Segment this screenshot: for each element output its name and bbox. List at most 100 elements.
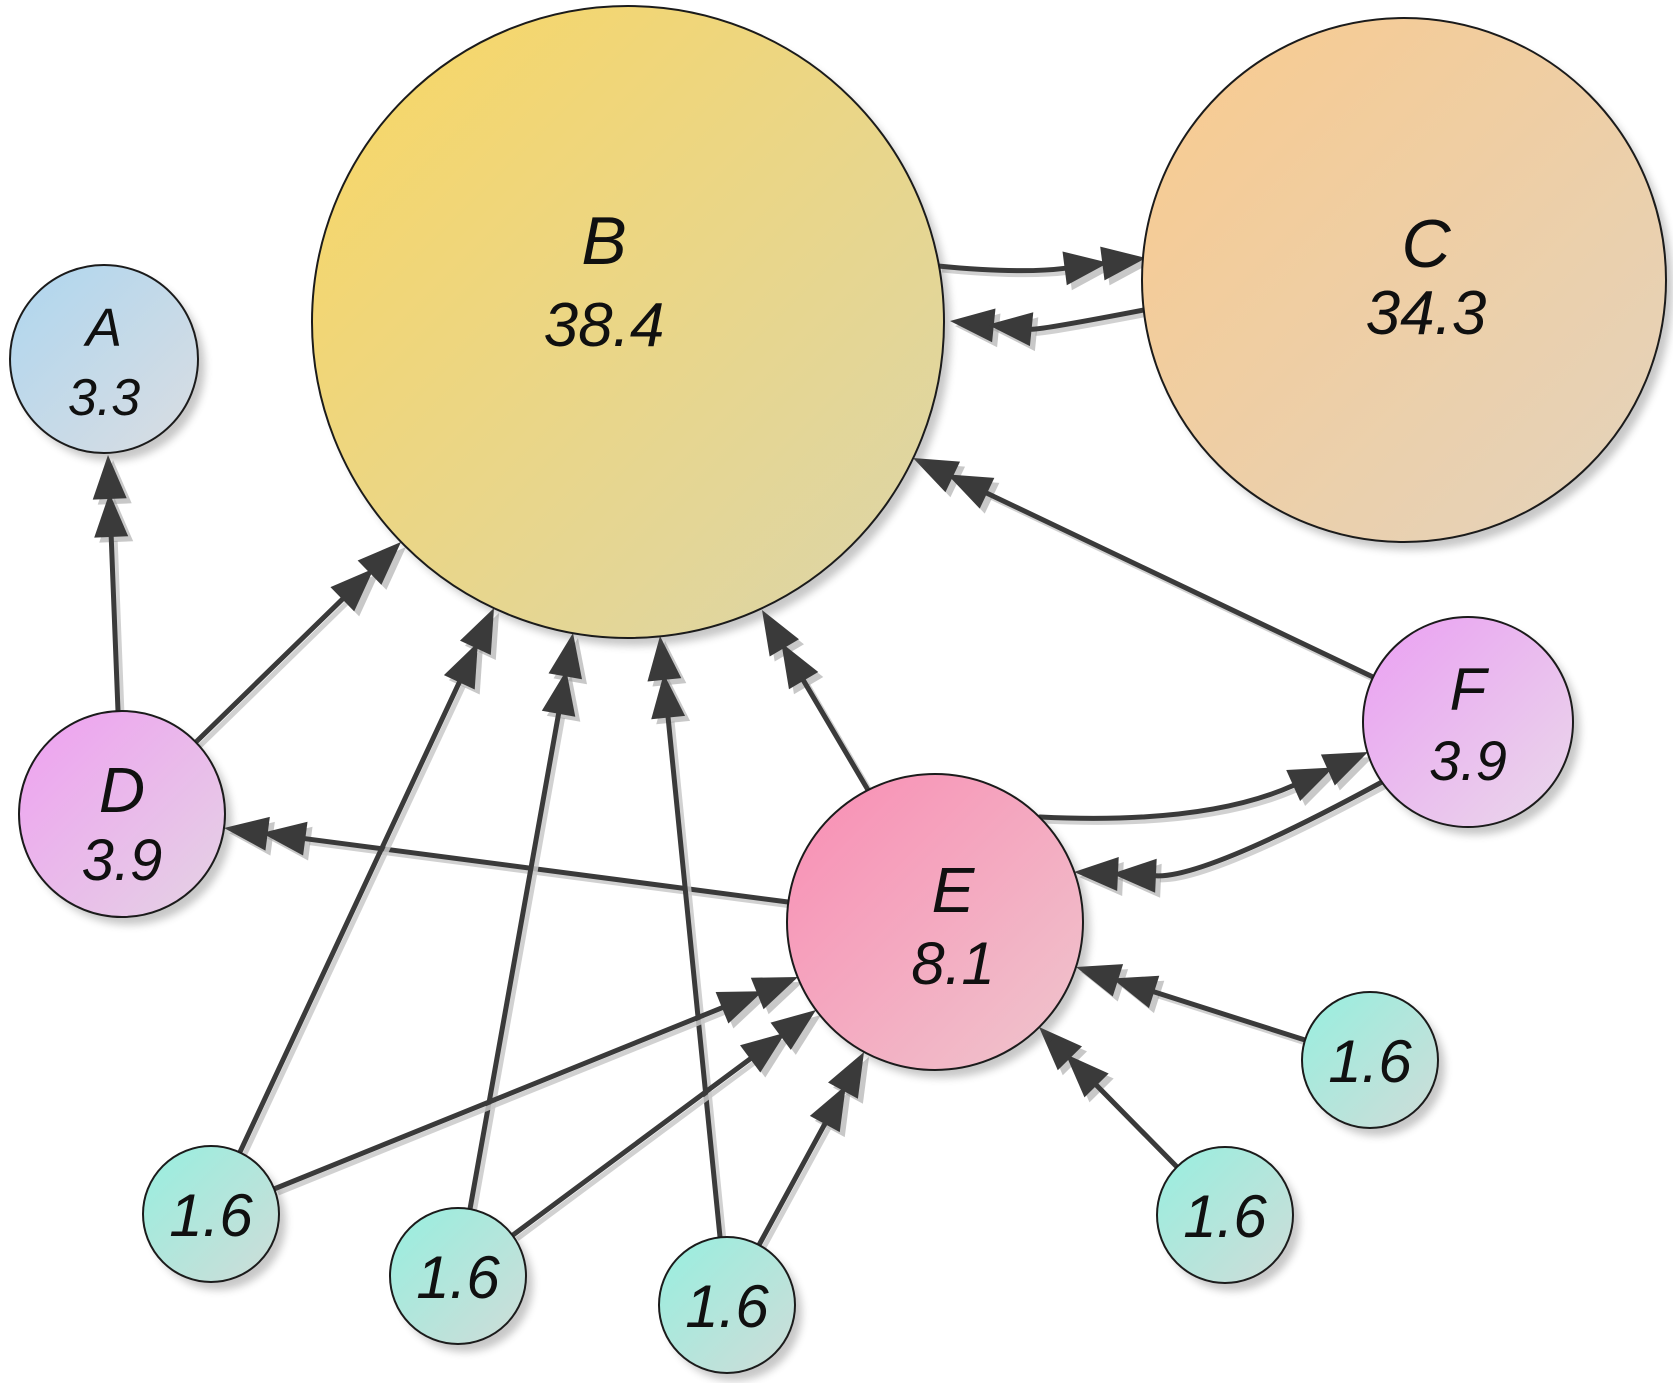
node-label: C — [1401, 206, 1451, 282]
node-label: F — [1450, 656, 1490, 723]
edge-highlight — [760, 1126, 831, 1251]
edge-D-B — [193, 542, 406, 748]
edge-F-B — [913, 458, 1379, 684]
node-label: E — [932, 854, 976, 926]
edge-line — [510, 1056, 753, 1238]
arrowhead-icon — [913, 458, 961, 493]
edge-line — [237, 679, 462, 1155]
arrowhead-icon — [1065, 1054, 1109, 1098]
node-C[interactable]: C34.3 — [1141, 17, 1673, 550]
edge-line — [935, 263, 1068, 274]
arrowhead-icon — [1111, 858, 1157, 893]
node-circle[interactable] — [9, 264, 199, 454]
node-value: 3.9 — [1429, 729, 1507, 792]
edge-D-A — [92, 455, 134, 716]
arrowhead-icon — [443, 642, 478, 690]
node-n5[interactable]: 1.6 — [1301, 991, 1445, 1136]
node-circle[interactable] — [311, 5, 945, 639]
edge-line — [984, 490, 1376, 680]
arrowhead-icon — [750, 977, 798, 1010]
node-circle[interactable] — [1362, 616, 1574, 828]
edge-highlight — [515, 1060, 756, 1242]
arrowhead-icon — [330, 568, 374, 612]
edge-n2-B — [467, 633, 587, 1214]
node-circle[interactable] — [1141, 17, 1667, 543]
node-D[interactable]: D3.9 — [18, 710, 232, 925]
node-n1[interactable]: 1.6 — [142, 1145, 286, 1290]
arrowhead-icon — [762, 610, 799, 657]
edge-highlight — [1159, 783, 1388, 883]
node-circle[interactable] — [142, 1145, 280, 1283]
arrowhead-icon — [92, 455, 127, 500]
edge-line — [1037, 783, 1296, 821]
node-circle[interactable] — [1301, 991, 1439, 1129]
arrowhead-icon — [1074, 857, 1119, 891]
arrowhead-icon — [261, 821, 308, 856]
arrowhead-icon — [950, 308, 996, 343]
arrowhead-icon — [781, 642, 819, 690]
edge-highlight — [277, 1009, 727, 1196]
edge-n4-E — [1039, 1027, 1183, 1173]
node-value: 3.9 — [82, 828, 163, 893]
arrowhead-icon — [828, 1052, 864, 1099]
node-value: 1.6 — [1328, 1028, 1412, 1095]
edge-n3-B — [647, 636, 727, 1242]
edge-F-E — [1074, 779, 1388, 898]
node-n2[interactable]: 1.6 — [389, 1207, 533, 1352]
arrowhead-icon — [715, 991, 763, 1024]
node-circle[interactable] — [18, 710, 226, 918]
arrowhead-icon — [947, 474, 995, 509]
node-E[interactable]: E8.1 — [786, 773, 1090, 1078]
edge-highlight — [669, 721, 727, 1242]
arrowhead-icon — [740, 1032, 786, 1073]
edge-line — [1153, 779, 1385, 879]
edge-n1-B — [237, 608, 499, 1158]
arrowhead-icon — [459, 608, 494, 656]
edge-line — [665, 715, 723, 1240]
edge-highlight — [308, 840, 793, 909]
edge-n3-E — [756, 1052, 869, 1251]
edge-highlight — [1035, 311, 1149, 336]
node-label: D — [99, 754, 145, 826]
edge-n1-E — [271, 977, 803, 1196]
arrowhead-icon — [224, 816, 270, 851]
edge-highlight — [1157, 993, 1310, 1047]
arrowhead-icon — [651, 673, 686, 720]
arrowhead-icon — [987, 312, 1034, 347]
node-n3[interactable]: 1.6 — [658, 1236, 802, 1381]
edge-line — [193, 596, 345, 745]
arrowhead-icon — [1112, 975, 1160, 1009]
node-value: 3.3 — [68, 369, 140, 427]
node-value: 1.6 — [1183, 1183, 1267, 1250]
arrowhead-icon — [1320, 752, 1368, 786]
edge-line — [1094, 1082, 1180, 1170]
edge-B-C — [935, 246, 1151, 291]
node-value: 38.4 — [544, 291, 665, 360]
arrowhead-icon — [541, 670, 576, 717]
node-F[interactable]: F3.9 — [1362, 616, 1580, 835]
node-n4[interactable]: 1.6 — [1156, 1146, 1300, 1291]
node-circle[interactable] — [786, 773, 1084, 1071]
node-value: 1.6 — [416, 1244, 500, 1311]
edge-highlight — [198, 601, 349, 748]
arrowhead-icon — [1076, 964, 1124, 997]
node-circle[interactable] — [389, 1207, 527, 1345]
edge-highlight — [941, 267, 1070, 278]
node-value: 8.1 — [911, 930, 994, 997]
node-A[interactable]: A3.3 — [9, 264, 205, 461]
arrowhead-icon — [1100, 246, 1146, 281]
arrowhead-icon — [357, 542, 401, 585]
node-value: 34.3 — [1366, 279, 1487, 348]
node-B[interactable]: B38.4 — [311, 5, 951, 646]
arrowhead-icon — [770, 1010, 816, 1050]
arrowhead-icon — [548, 633, 582, 680]
node-circle[interactable] — [1156, 1146, 1294, 1284]
arrowhead-icon — [1286, 767, 1334, 802]
arrowhead-icon — [1062, 251, 1109, 286]
arrowhead-icon — [1039, 1027, 1082, 1071]
edge-E-D — [224, 816, 793, 909]
node-circle[interactable] — [658, 1236, 796, 1374]
